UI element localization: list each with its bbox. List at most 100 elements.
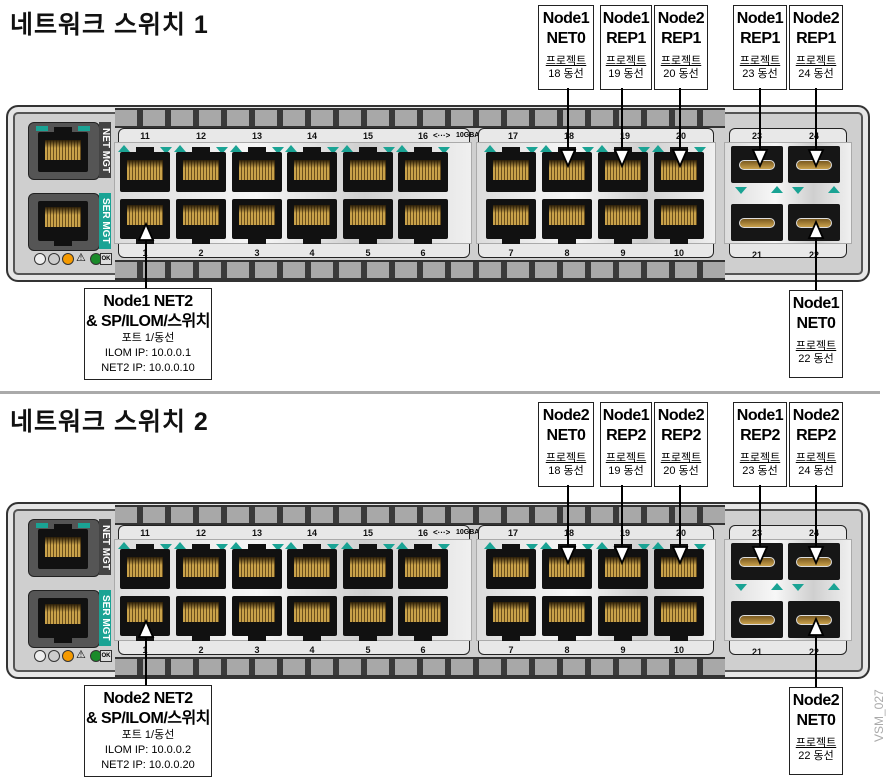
rj45-port-13[interactable] — [232, 544, 282, 589]
net-mgt-led-right — [78, 523, 90, 528]
link-led-down — [438, 544, 450, 551]
port-number: 23 — [751, 131, 762, 141]
callout-top-3-l4: 23 동선 — [742, 68, 778, 80]
link-led-up — [230, 542, 242, 549]
rj45-port-16[interactable] — [398, 147, 448, 192]
rj45-port-5[interactable] — [343, 199, 393, 244]
callout-top-3-arrowhead — [751, 149, 769, 169]
rj45-port-9[interactable] — [598, 199, 648, 244]
callout-top-0-arrowhead — [559, 149, 577, 169]
link-led-down — [526, 544, 538, 551]
rj45-port-7[interactable] — [486, 596, 536, 641]
link-led-down — [272, 544, 284, 551]
callout-top-0-l1: Node1 — [542, 10, 590, 27]
link-symbol: <···> — [433, 528, 451, 537]
rj45-port-4[interactable] — [287, 596, 337, 641]
rj45-port-13[interactable] — [232, 147, 282, 192]
port-number: 9 — [620, 645, 626, 655]
rj45-port-11[interactable] — [120, 147, 170, 192]
link-led-up — [540, 542, 552, 549]
rj45-port-11[interactable] — [120, 544, 170, 589]
sfp-port-21[interactable] — [731, 601, 783, 638]
rj45-port-17[interactable] — [486, 544, 536, 589]
link-led-down — [694, 147, 706, 154]
port-number: 11 — [140, 131, 150, 141]
rj45-port-8[interactable] — [542, 199, 592, 244]
net-mgt-jack[interactable] — [38, 127, 88, 172]
link-led-up — [118, 542, 130, 549]
link-led-down — [735, 584, 747, 591]
sfp-port-24[interactable] — [788, 146, 840, 183]
port-number: 5 — [365, 645, 371, 655]
warning-icon: ⚠ — [76, 649, 86, 661]
port-number: 1 — [142, 645, 148, 655]
rj45-port-6[interactable] — [398, 596, 448, 641]
rj45-port-14[interactable] — [287, 544, 337, 589]
rj45-port-15[interactable] — [343, 544, 393, 589]
rj45-port-16[interactable] — [398, 544, 448, 589]
rj45-port-2[interactable] — [176, 199, 226, 244]
rj45-port-3[interactable] — [232, 199, 282, 244]
callout-top-2-l4: 20 동선 — [663, 68, 699, 80]
callout-top-4-l3: 프로젝트 — [795, 55, 837, 67]
callout-top-1-l3: 프로젝트 — [605, 452, 647, 464]
power-led — [48, 253, 60, 265]
link-led-up — [652, 145, 664, 152]
rj45-port-15[interactable] — [343, 147, 393, 192]
rj45-port-12[interactable] — [176, 147, 226, 192]
callout-top-3-l1: Node1 — [736, 407, 784, 424]
port-number: 2 — [198, 248, 204, 258]
sfp-port-21[interactable] — [731, 204, 783, 241]
link-led-up — [285, 145, 297, 152]
rj45-port-12[interactable] — [176, 544, 226, 589]
port-number: 5 — [365, 248, 371, 258]
callout-top-4-l1: Node2 — [792, 10, 840, 27]
callout-top-2-l1: Node2 — [657, 10, 705, 27]
callout-left-l4: ILOM IP: 10.0.0.2 — [104, 744, 192, 756]
port-number: 13 — [251, 131, 262, 141]
ser-mgt-jack[interactable] — [38, 598, 88, 643]
ser-mgt-jack[interactable] — [38, 201, 88, 246]
callout-right-l2: NET0 — [796, 712, 836, 729]
port-number: 16 — [417, 131, 428, 141]
link-led-down — [383, 544, 395, 551]
rj45-port-7[interactable] — [486, 199, 536, 244]
callout-top-2-l3: 프로젝트 — [660, 55, 702, 67]
rj45-port-14[interactable] — [287, 147, 337, 192]
callout-top-3-l2: REP2 — [740, 427, 780, 444]
rj45-port-10[interactable] — [654, 596, 704, 641]
port-number: 13 — [251, 528, 262, 538]
section-divider — [0, 391, 880, 394]
power-led — [48, 650, 60, 662]
port-number: 10 — [673, 248, 684, 258]
rj45-port-17[interactable] — [486, 147, 536, 192]
link-led-up — [771, 583, 783, 590]
port-number: 24 — [808, 528, 819, 538]
rj45-port-10[interactable] — [654, 199, 704, 244]
ser-mgt-label: SER MGT — [99, 590, 111, 646]
callout-top-0-l1: Node2 — [542, 407, 590, 424]
speed-label: 10GBASE-T — [456, 529, 496, 536]
link-led-down — [582, 147, 594, 154]
rj45-port-2[interactable] — [176, 596, 226, 641]
link-led-up — [652, 542, 664, 549]
callout-top-1-arrowhead — [613, 149, 631, 169]
rj45-port-6[interactable] — [398, 199, 448, 244]
callout-top-1-arrowhead — [613, 546, 631, 566]
rj45-port-5[interactable] — [343, 596, 393, 641]
rj45-port-3[interactable] — [232, 596, 282, 641]
rj45-port-4[interactable] — [287, 199, 337, 244]
link-led-down — [438, 147, 450, 154]
net-mgt-jack[interactable] — [38, 524, 88, 569]
rj45-port-9[interactable] — [598, 596, 648, 641]
switch-title: 네트워크 스위치 1 — [10, 11, 209, 39]
link-led-up — [230, 145, 242, 152]
callout-top-4-arrowhead — [807, 149, 825, 169]
port-number: 12 — [195, 528, 206, 538]
rj45-port-8[interactable] — [542, 596, 592, 641]
link-led-up — [596, 145, 608, 152]
link-led-up — [118, 145, 130, 152]
